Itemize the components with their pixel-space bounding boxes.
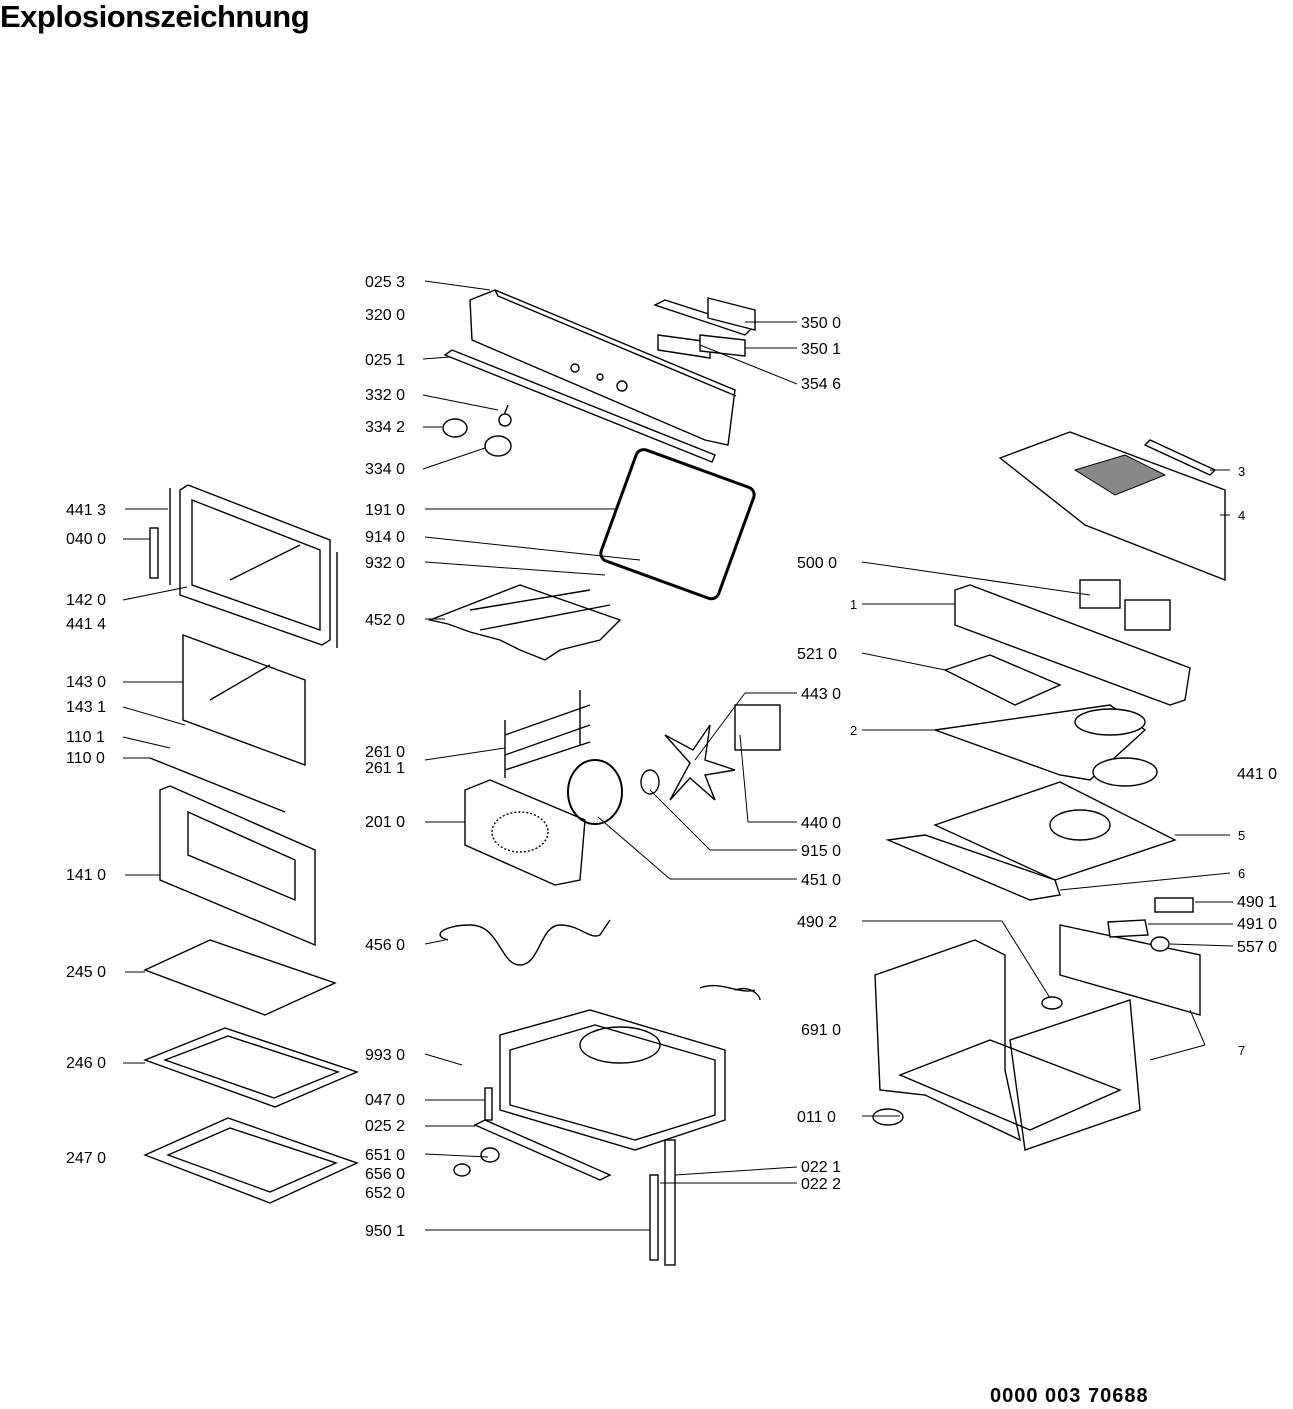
circular-heating-element (439, 919, 611, 966)
assembly-label-7: 7 (1238, 1043, 1245, 1058)
part-label-443-0: 443 0 (801, 686, 841, 703)
door-seal (599, 448, 756, 601)
part-label-451-0: 451 0 (801, 872, 841, 889)
part-label-651-0: 651 0 (365, 1147, 405, 1164)
oven-door (149, 484, 338, 947)
part-label-490-1: 490 1 (1237, 894, 1277, 911)
part-label-490-2: 490 2 (797, 914, 837, 931)
fan-cover (464, 779, 586, 886)
leader-lines (122, 280, 1234, 1231)
part-label-440-0: 440 0 (801, 815, 841, 832)
front-frame (954, 584, 1191, 706)
part-label-025-2: 025 2 (365, 1118, 405, 1135)
part-label-025-1: 025 1 (365, 352, 405, 369)
grill-heating-element (427, 584, 622, 661)
part-label-047-0: 047 0 (365, 1092, 405, 1109)
door-hinge-parts (453, 1087, 676, 1266)
cooling-fan-plates (885, 704, 1177, 901)
part-label-914-0: 914 0 (365, 529, 405, 546)
part-label-557-0: 557 0 (1237, 939, 1277, 956)
part-label-334-0: 334 0 (365, 461, 405, 478)
part-label-191-0: 191 0 (365, 502, 405, 519)
top-cover (998, 431, 1226, 582)
part-label-025-3: 025 3 (365, 274, 405, 291)
part-label-247-0: 247 0 (66, 1150, 106, 1167)
part-label-950-1: 950 1 (365, 1223, 405, 1240)
part-label-441-3: 441 3 (66, 502, 106, 519)
part-label-110-0: 110 0 (66, 750, 105, 767)
part-label-441-0: 441 0 (1237, 766, 1277, 783)
assembly-label-6: 6 (1238, 866, 1245, 881)
part-label-691-0: 691 0 (801, 1022, 841, 1039)
part-label-993-0: 993 0 (365, 1047, 405, 1064)
control-panel (443, 289, 737, 463)
outer-housing (699, 897, 1201, 1151)
oven-cavity (473, 1009, 726, 1181)
assembly-label-1: 1 (850, 597, 857, 612)
part-label-500-0: 500 0 (797, 555, 837, 572)
part-label-320-0: 320 0 (365, 307, 405, 324)
part-label-022-1: 022 1 (801, 1159, 841, 1176)
part-label-201-0: 201 0 (365, 814, 405, 831)
part-label-452-0: 452 0 (365, 612, 405, 629)
part-label-656-0: 656 0 (365, 1166, 405, 1183)
part-label-142-0: 142 0 (66, 592, 106, 609)
part-label-441-4: 441 4 (66, 616, 106, 633)
display-module (653, 297, 756, 359)
shelf-rails (504, 690, 591, 778)
part-label-110-1: 110 1 (66, 729, 105, 746)
assembly-label-4: 4 (1238, 508, 1245, 523)
control-knobs (442, 404, 512, 457)
part-label-521-0: 521 0 (797, 646, 837, 663)
part-label-350-1: 350 1 (801, 341, 841, 358)
oven-trays (143, 939, 359, 1204)
part-label-143-0: 143 0 (66, 674, 106, 691)
part-label-652-0: 652 0 (365, 1185, 405, 1202)
part-label-141-0: 141 0 (66, 867, 106, 884)
part-label-040-0: 040 0 (66, 531, 106, 548)
part-labels: 025 3 320 0 025 1 332 0 334 2 334 0 350 … (66, 274, 1277, 1240)
part-label-334-2: 334 2 (365, 419, 405, 436)
electronic-boards (943, 579, 1171, 706)
page-title: Explosionszeichnung (0, 0, 310, 34)
part-label-932-0: 932 0 (365, 555, 405, 572)
part-label-491-0: 491 0 (1237, 916, 1277, 933)
part-label-354-6: 354 6 (801, 376, 841, 393)
assembly-label-2: 2 (850, 723, 857, 738)
part-label-456-0: 456 0 (365, 937, 405, 954)
part-label-246-0: 246 0 (66, 1055, 106, 1072)
part-label-245-0: 245 0 (66, 964, 106, 981)
part-label-261-0: 261 0 (365, 744, 405, 761)
convection-fan (567, 704, 781, 825)
assembly-label-5: 5 (1238, 828, 1245, 843)
assembly-label-3: 3 (1238, 464, 1245, 479)
part-label-143-1: 143 1 (66, 699, 106, 716)
part-label-332-0: 332 0 (365, 387, 405, 404)
part-label-350-0: 350 0 (801, 315, 841, 332)
part-label-261-1: 261 1 (365, 760, 405, 777)
document-number: 0000 003 70688 (990, 1385, 1149, 1407)
part-label-022-2: 022 2 (801, 1176, 841, 1193)
part-label-915-0: 915 0 (801, 843, 841, 860)
part-label-011-0: 011 0 (797, 1109, 836, 1126)
